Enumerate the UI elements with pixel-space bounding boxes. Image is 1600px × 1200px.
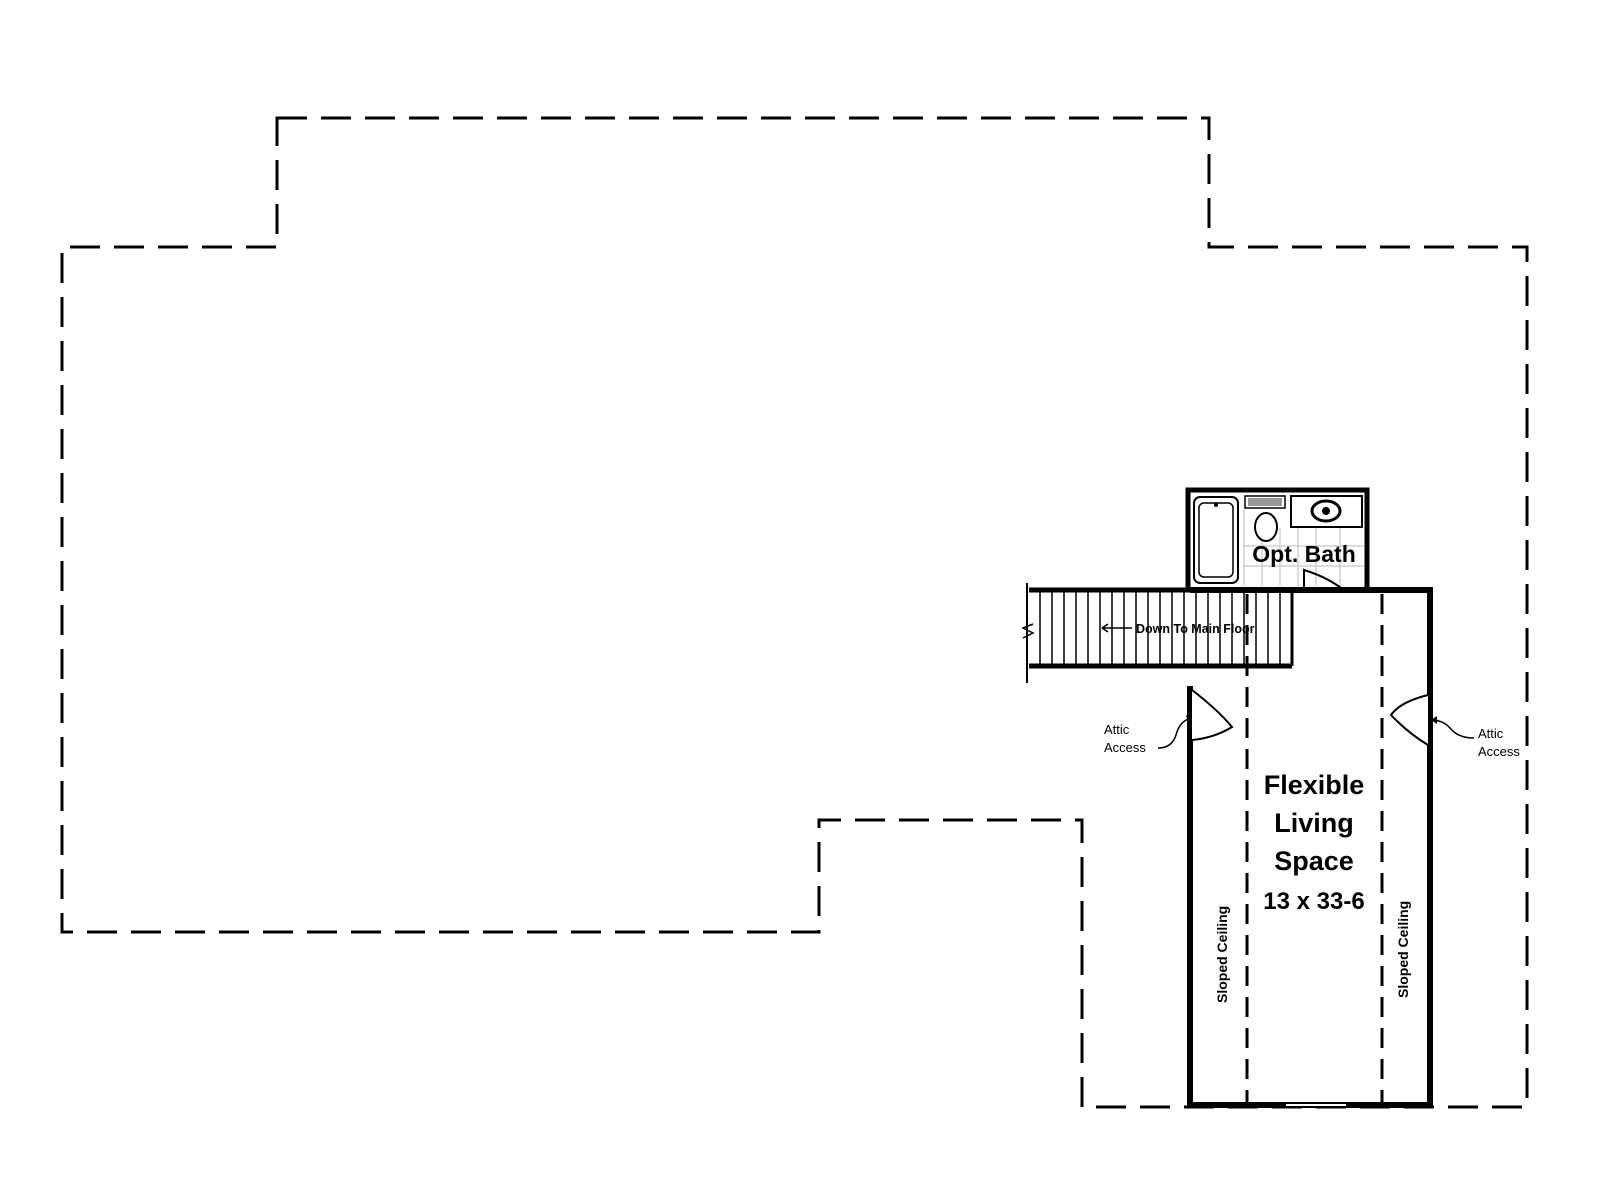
attic-access-label-left: Attic Access bbox=[1104, 715, 1193, 755]
svg-text:Attic: Attic bbox=[1104, 722, 1130, 737]
svg-text:Access: Access bbox=[1478, 744, 1520, 759]
flex-space-walls bbox=[1187, 587, 1433, 1108]
stair-treads bbox=[1039, 592, 1281, 664]
flex-space-label: Flexible Living Space 13 x 33-6 bbox=[1263, 770, 1364, 915]
bathtub-icon bbox=[1193, 496, 1239, 584]
stair-direction-arrow-icon bbox=[1101, 623, 1132, 633]
attic-door-left bbox=[1191, 689, 1234, 741]
flex-space-dimensions: 13 x 33-6 bbox=[1263, 888, 1364, 915]
svg-text:Living: Living bbox=[1274, 808, 1354, 838]
stairs-label: Down To Main Floor bbox=[1136, 622, 1255, 636]
house-outline-dashed bbox=[60, 116, 1529, 1109]
stairs: Down To Main Floor bbox=[1021, 583, 1294, 683]
sloped-ceiling-label-left: Sloped Ceiling bbox=[1214, 906, 1230, 1003]
sloped-ceiling-label-right: Sloped Ceiling bbox=[1395, 901, 1411, 998]
stair-break-icon bbox=[1021, 623, 1035, 639]
svg-text:Space: Space bbox=[1274, 846, 1354, 876]
attic-access-label-right: Attic Access bbox=[1430, 716, 1520, 759]
bathroom: Opt. Bath bbox=[1185, 487, 1370, 593]
svg-text:Attic: Attic bbox=[1478, 726, 1504, 741]
bath-room-label: Opt. Bath bbox=[1252, 541, 1356, 567]
svg-text:Access: Access bbox=[1104, 740, 1146, 755]
attic-door-right bbox=[1389, 694, 1429, 746]
svg-text:Flexible: Flexible bbox=[1264, 770, 1365, 800]
sink-icon bbox=[1310, 499, 1342, 523]
